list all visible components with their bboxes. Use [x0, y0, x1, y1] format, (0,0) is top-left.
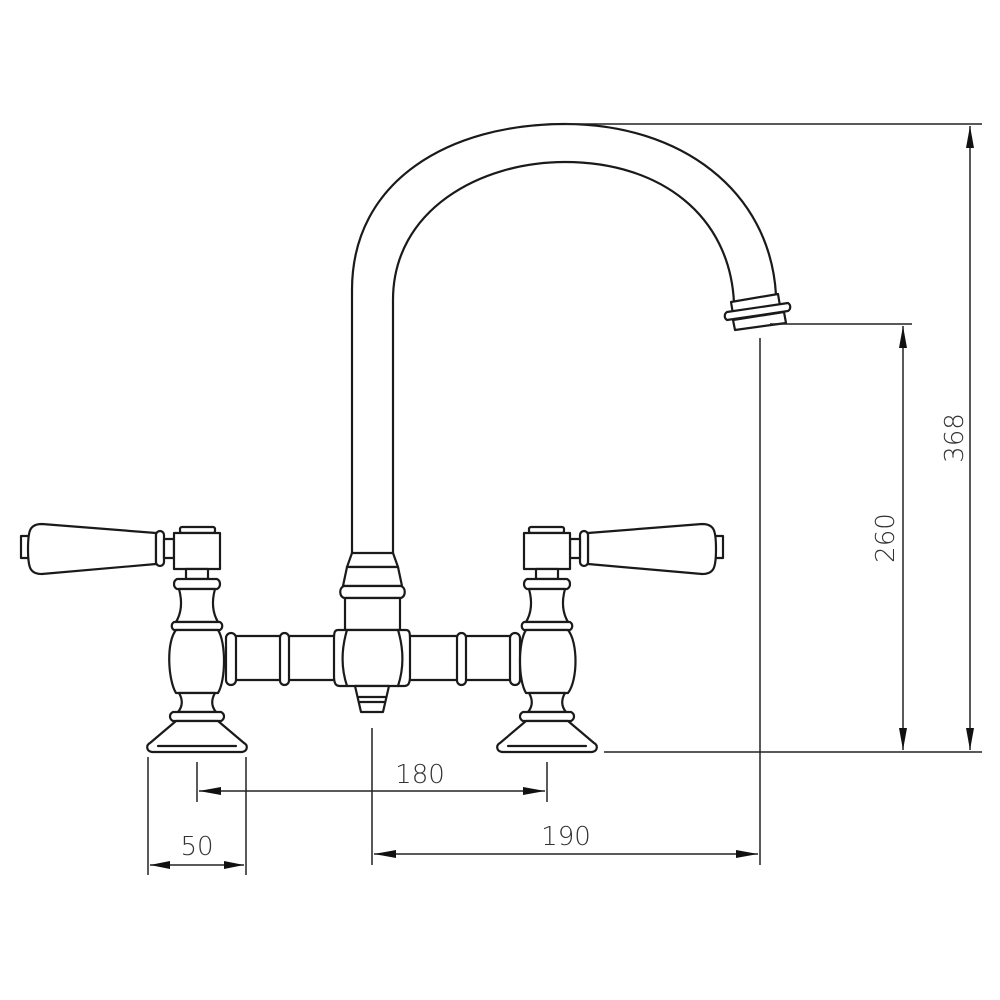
dimension-tap-spacing: 180: [196, 760, 548, 802]
dimension-base-diameter: 50: [147, 757, 247, 875]
bridge-body: [224, 628, 522, 714]
dimension-label-180: 180: [395, 760, 445, 790]
lever-handle-left: [19, 522, 176, 576]
dimension-annotations: 368 260 190 180: [147, 123, 982, 875]
swan-neck-spout: [339, 122, 792, 632]
lever-handle-right: [568, 522, 725, 576]
valve-column-right: [496, 522, 725, 754]
dimension-label-50: 50: [180, 832, 213, 862]
valve-column-left: [19, 522, 248, 754]
dimension-spout-height: 260: [770, 323, 912, 750]
dimension-label-260: 260: [871, 513, 901, 563]
spout-collar: [339, 551, 406, 632]
dimension-overall-height: 368: [565, 123, 982, 753]
dimension-label-190: 190: [541, 822, 591, 852]
bridge-outlet-nozzle: [353, 684, 391, 714]
spout-aerator: [723, 292, 792, 332]
dimension-spout-reach: 190: [371, 728, 758, 865]
dimension-label-368: 368: [940, 413, 970, 463]
